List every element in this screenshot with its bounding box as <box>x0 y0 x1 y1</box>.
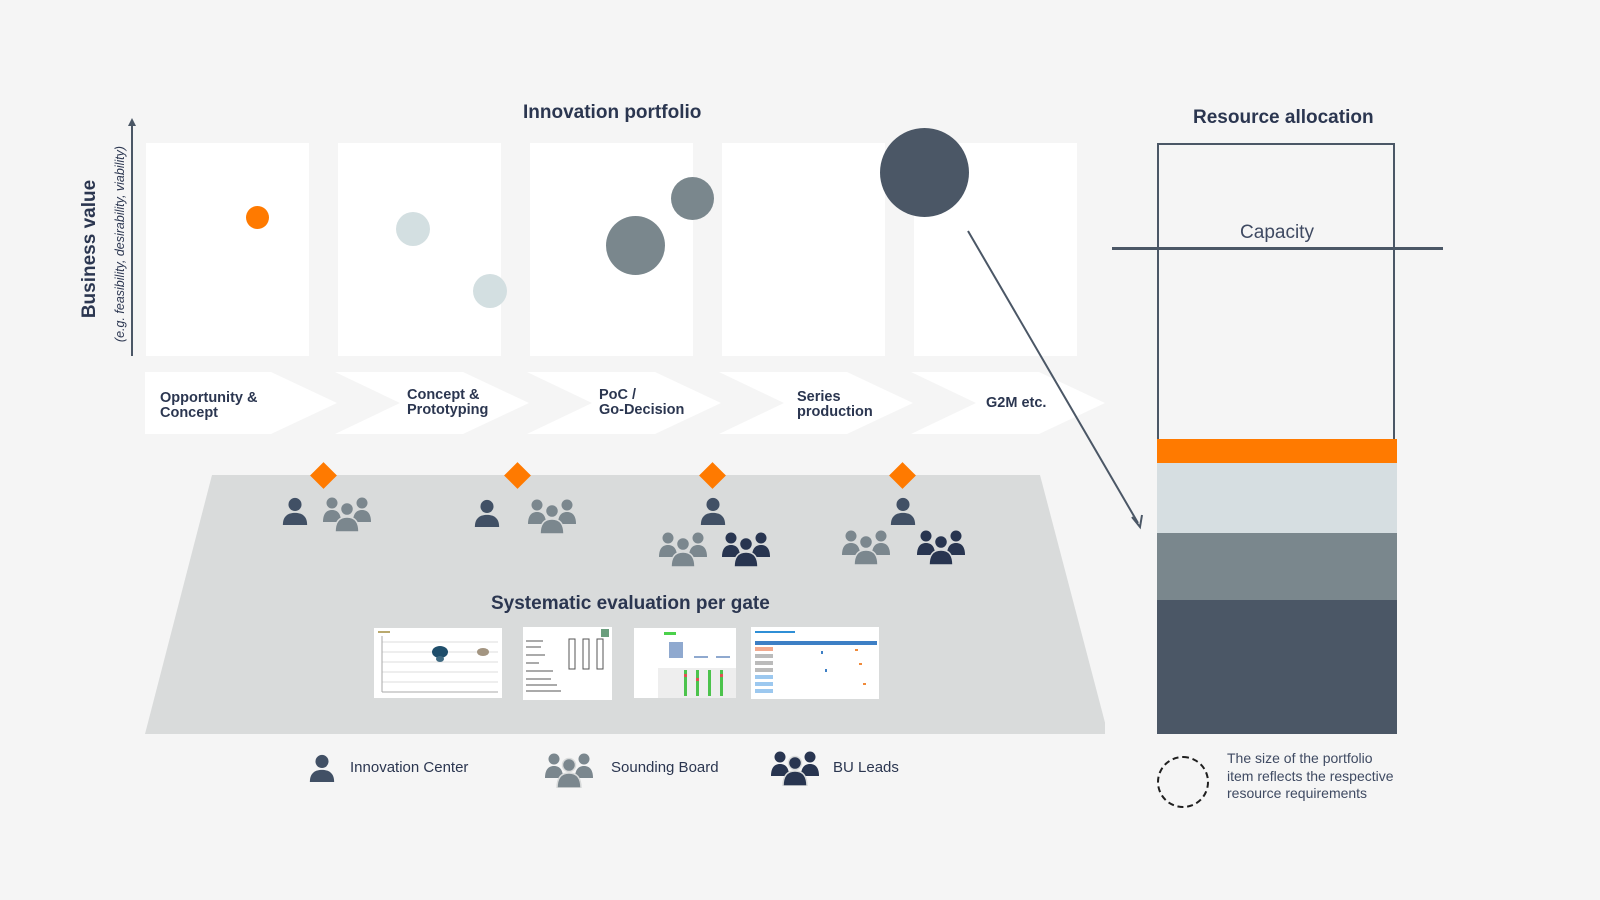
portfolio-item-5[interactable] <box>671 177 714 220</box>
chevron-stage-3 <box>527 372 721 434</box>
assessment-table-thumbnail[interactable] <box>751 627 879 699</box>
y-axis-sublabel: (e.g. feasibility, desirability, viabili… <box>113 145 127 343</box>
gate-3-sounding-board-icon <box>659 531 707 567</box>
capacity-label: Capacity <box>1240 222 1314 243</box>
gate-4-bu-leads-icon <box>917 529 965 565</box>
legend-sounding-board-label: Sounding Board <box>611 759 719 776</box>
gate-2-sounding-board-icon <box>528 498 576 534</box>
legend-bu-leads-icon <box>771 750 819 786</box>
chevron-stage-4 <box>719 372 913 434</box>
gate-4-innovation-center-icon <box>889 496 917 526</box>
portfolio-item-2[interactable] <box>396 212 430 246</box>
scorecard-thumbnail[interactable] <box>523 627 612 700</box>
portfolio-item-3[interactable] <box>473 274 507 308</box>
capacity-line <box>1112 247 1443 250</box>
y-axis-arrow <box>126 118 138 356</box>
stage-label-4: Series production <box>797 389 873 420</box>
gate-2-innovation-center-icon <box>473 498 501 528</box>
resource-segment-series[interactable] <box>1157 600 1397 734</box>
stage-label-2: Concept & Prototyping <box>407 387 489 418</box>
portfolio-item-4[interactable] <box>606 216 665 275</box>
resource-allocation-title: Resource allocation <box>1193 107 1374 128</box>
stage-column-2 <box>338 143 501 356</box>
resource-segment-poc[interactable] <box>1157 533 1397 600</box>
stage-chevrons <box>145 372 1105 434</box>
stage-label-3: PoC / Go-Decision <box>599 387 685 418</box>
stage-label-1: Opportunity & Concept <box>160 390 258 421</box>
chevron-stage-5 <box>911 372 1105 434</box>
resource-container <box>1157 143 1395 733</box>
y-axis-label: Business value <box>79 179 100 319</box>
allocation-arrow <box>967 230 1143 530</box>
gate-evaluation-title: Systematic evaluation per gate <box>491 593 770 614</box>
resource-segment-concept[interactable] <box>1157 463 1397 533</box>
gate-1-innovation-center-icon <box>281 496 309 526</box>
resource-segment-opportunity[interactable] <box>1157 439 1397 463</box>
gate-1-sounding-board-icon <box>323 496 371 532</box>
portfolio-item-6[interactable] <box>880 128 969 217</box>
chevron-stage-1 <box>145 372 337 434</box>
gate-3-bu-leads-icon <box>722 531 770 567</box>
legend-innovation-center-label: Innovation Center <box>350 759 469 776</box>
legend-innovation-center-icon <box>308 753 336 783</box>
chevron-stage-2 <box>335 372 529 434</box>
legend-sounding-board-icon <box>545 752 593 788</box>
spreadsheet-thumbnail[interactable] <box>634 628 736 698</box>
stage-column-4 <box>722 143 885 356</box>
legend-bu-leads-label: BU Leads <box>833 759 899 776</box>
portfolio-item-1[interactable] <box>246 206 269 229</box>
resource-size-note: The size of the portfolio item reflects … <box>1227 750 1394 801</box>
gate-4-sounding-board-icon <box>842 529 890 565</box>
stage-column-1 <box>146 143 309 356</box>
stage-label-5: G2M etc. <box>986 395 1047 411</box>
bubble-chart-thumbnail[interactable] <box>374 628 502 698</box>
portfolio-title: Innovation portfolio <box>523 102 702 123</box>
dashed-circle-icon <box>1157 756 1209 808</box>
gate-3-innovation-center-icon <box>699 496 727 526</box>
